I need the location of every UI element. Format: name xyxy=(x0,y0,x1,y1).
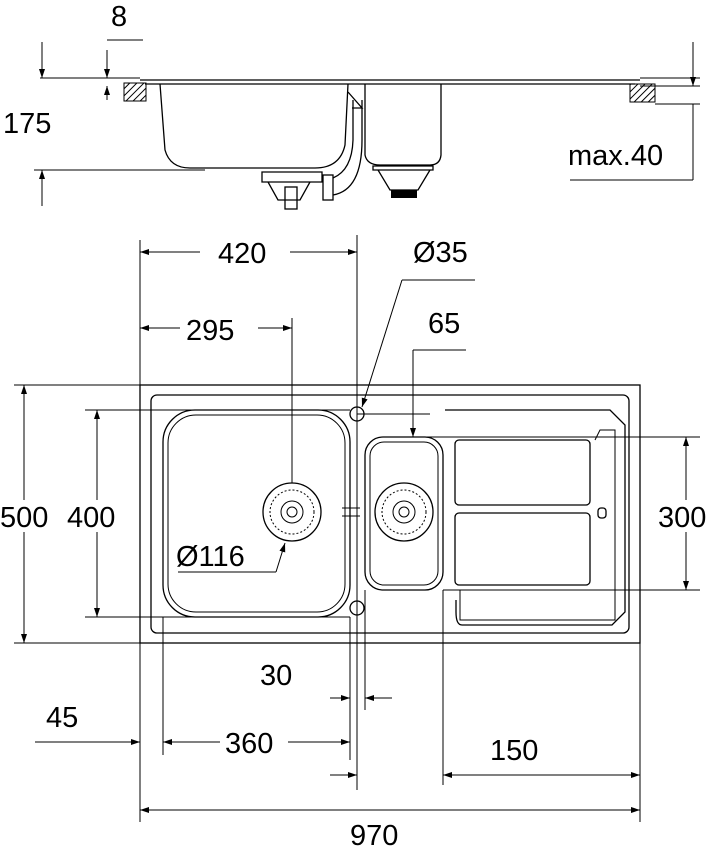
dim-overall-depth: 500 xyxy=(0,502,48,534)
section-view xyxy=(40,77,700,210)
main-drain xyxy=(262,482,322,542)
dim-edge-offset: 45 xyxy=(46,702,78,734)
small-bowl xyxy=(364,436,444,591)
drainer-rib-lower xyxy=(454,512,591,586)
small-bowl-section xyxy=(364,84,442,166)
dim-main-bowl-depth: 400 xyxy=(67,502,115,534)
dim-main-drain-offset: 295 xyxy=(186,315,234,347)
main-bowl-section xyxy=(159,83,349,169)
plan-view xyxy=(139,384,641,644)
worktop-right xyxy=(629,83,656,103)
overflow xyxy=(597,507,607,519)
dim-max-worktop: max.40 xyxy=(568,140,663,172)
small-drain xyxy=(374,482,434,542)
dim-small-bowl-width: 150 xyxy=(490,735,538,767)
dim-overall-width: 970 xyxy=(350,820,398,852)
drainer xyxy=(445,409,626,626)
dim-drain-diameter: Ø116 xyxy=(176,541,245,573)
dim-tap-hole-diameter: Ø35 xyxy=(413,237,468,269)
dim-depth: 175 xyxy=(3,108,51,140)
main-bowl xyxy=(162,409,351,618)
dim-small-bowl-offset: 65 xyxy=(428,308,460,340)
worktop-left xyxy=(123,82,147,102)
dim-bowl-gap: 30 xyxy=(260,660,292,692)
dim-small-bowl-depth: 300 xyxy=(658,502,706,534)
drainer-rib-upper xyxy=(454,439,591,506)
dim-tap-hole-offset: 420 xyxy=(218,238,266,270)
dim-main-bowl-width: 360 xyxy=(225,728,273,760)
dim-rim-thickness: 8 xyxy=(111,1,127,33)
